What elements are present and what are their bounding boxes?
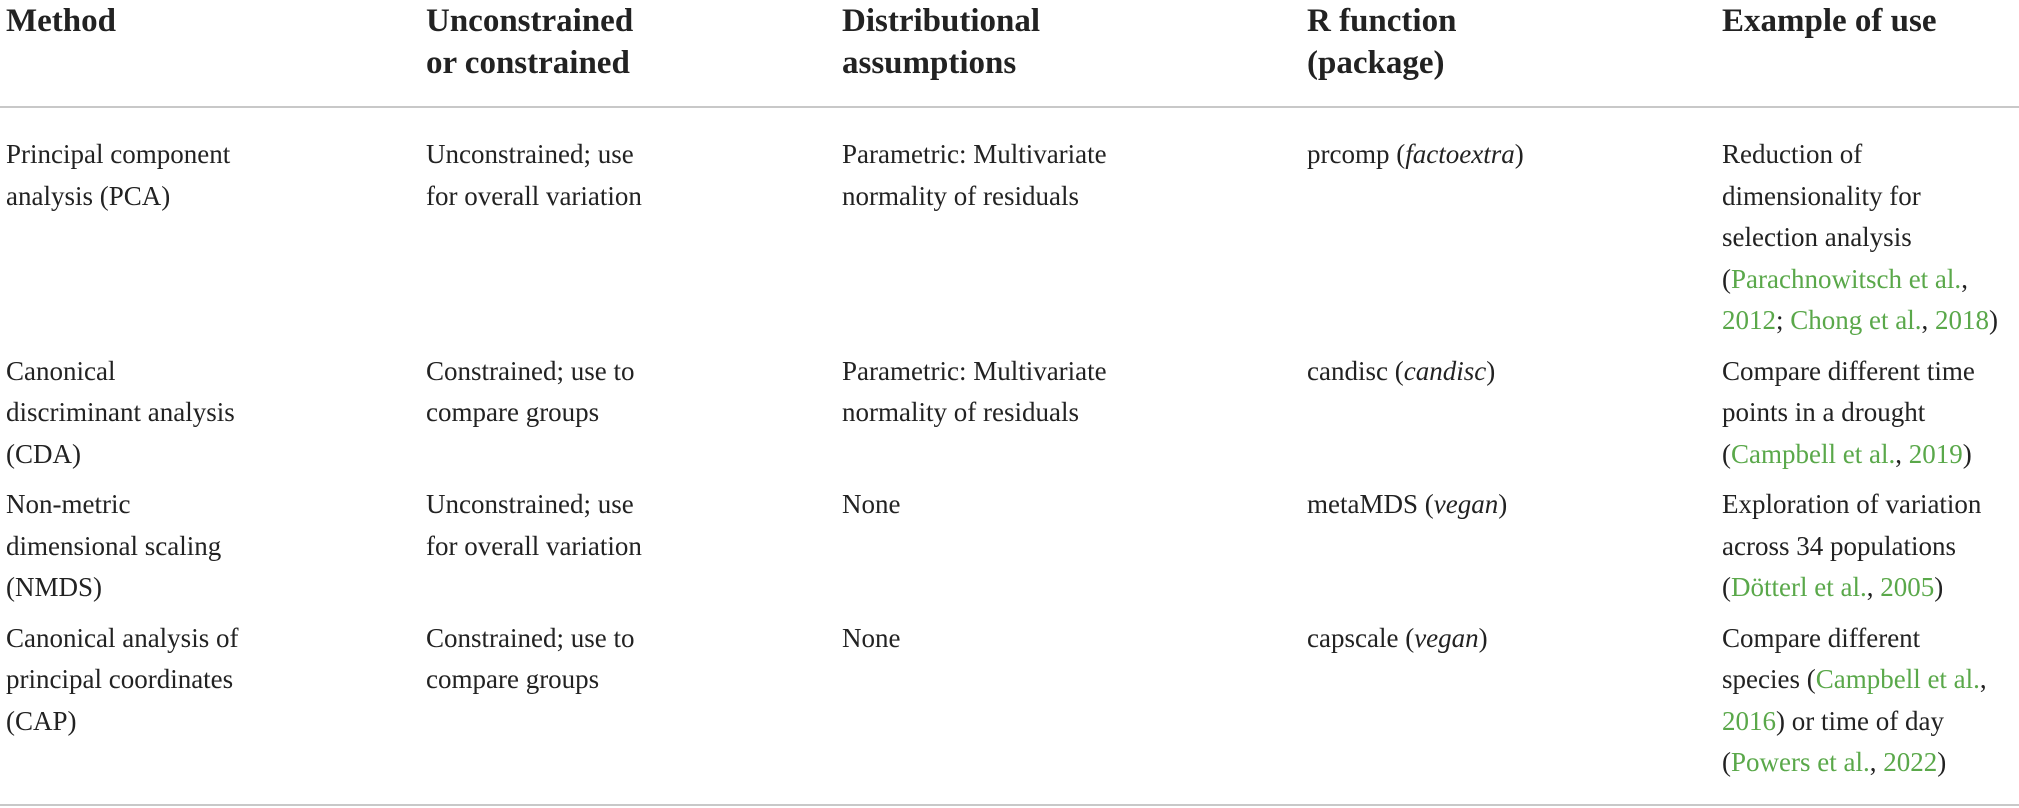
package-name: vegan xyxy=(1433,489,1499,519)
citation-link[interactable]: Dötterl et al. xyxy=(1731,572,1867,602)
distribution-cell: None xyxy=(836,608,1301,806)
r-function-cell: candisc (candisc) xyxy=(1307,355,1496,386)
citation-year-link[interactable]: 2022 xyxy=(1883,747,1938,777)
citation-year-link[interactable]: 2018 xyxy=(1935,305,1989,335)
citation-link[interactable]: Chong et al. xyxy=(1790,305,1922,335)
citation-link[interactable]: Campbell et al. xyxy=(1731,438,1896,469)
header-method: Method xyxy=(0,0,420,108)
citation-link[interactable]: Parachnowitsch et al. xyxy=(1731,263,1962,294)
citation-link[interactable]: Campbell et al. xyxy=(1815,664,1980,694)
citation-link[interactable]: Powers et al. xyxy=(1731,747,1870,777)
citation-year-link[interactable]: 2005 xyxy=(1880,572,1935,602)
header-r-function: R function(package) xyxy=(1301,0,1716,108)
citation-year-link[interactable]: 2019 xyxy=(1908,438,1963,469)
package-name: vegan xyxy=(1414,622,1479,653)
r-function-cell: prcomp (factoextra) xyxy=(1307,139,1524,169)
package-name: factoextra xyxy=(1405,139,1515,169)
r-function-cell: capscale (vegan) xyxy=(1301,608,1716,806)
r-function-cell: metaMDS (vegan) xyxy=(1307,489,1508,519)
citation-year-link[interactable]: 2016 xyxy=(1722,705,1776,736)
package-name: candisc xyxy=(1403,355,1487,386)
citation-year-link[interactable]: 2012 xyxy=(1722,305,1776,335)
distribution-cell: None xyxy=(842,489,901,519)
header-example: Example of use xyxy=(1716,0,2019,108)
